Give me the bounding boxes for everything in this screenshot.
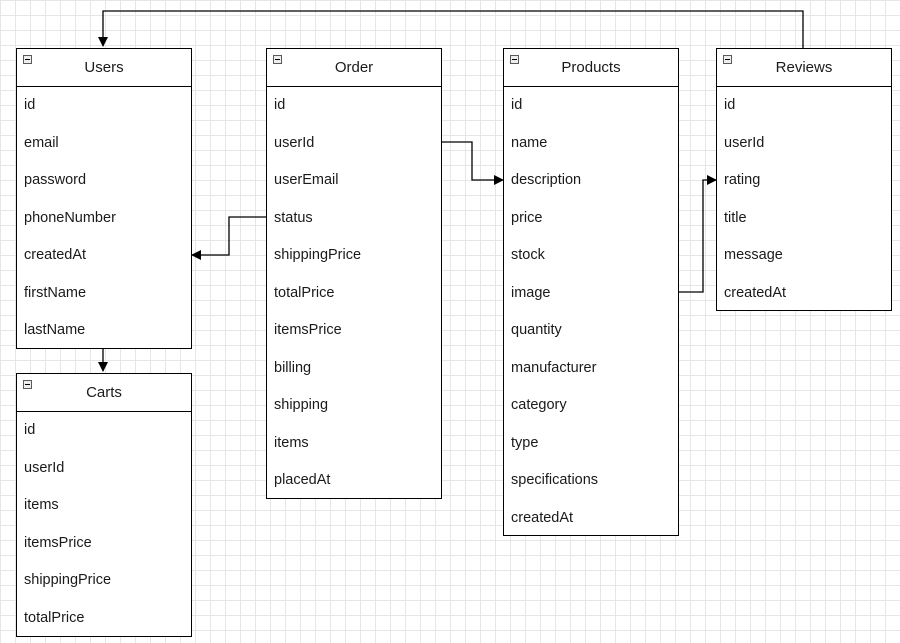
entity-header[interactable]: Order bbox=[267, 49, 441, 87]
field[interactable]: rating bbox=[724, 172, 761, 188]
connector-order-products bbox=[441, 141, 504, 185]
field[interactable]: manufacturer bbox=[511, 359, 597, 376]
field[interactable]: message bbox=[724, 247, 783, 263]
collapse-icon[interactable] bbox=[273, 55, 282, 64]
entity-order[interactable]: Order id userId userEmail status shippin… bbox=[266, 48, 442, 499]
field[interactable]: image bbox=[511, 284, 551, 301]
entity-header[interactable]: Users bbox=[17, 49, 191, 87]
field[interactable]: email bbox=[24, 134, 59, 151]
field[interactable]: userId bbox=[724, 134, 765, 151]
connector-products-reviews bbox=[679, 175, 717, 293]
collapse-icon[interactable] bbox=[23, 55, 32, 64]
field[interactable]: placedAt bbox=[274, 472, 331, 488]
connector-reviews-users bbox=[98, 10, 804, 48]
field[interactable]: id bbox=[274, 97, 286, 113]
entity-users[interactable]: Users id email password phoneNumber crea… bbox=[16, 48, 192, 349]
field[interactable]: createdAt bbox=[511, 509, 574, 526]
field[interactable]: shipping bbox=[274, 397, 329, 413]
field[interactable]: id bbox=[24, 422, 36, 438]
field[interactable]: id bbox=[724, 97, 736, 113]
field[interactable]: price bbox=[511, 209, 543, 226]
field[interactable]: userEmail bbox=[274, 172, 339, 188]
field[interactable]: status bbox=[274, 209, 313, 226]
field[interactable]: id bbox=[511, 97, 523, 113]
collapse-icon[interactable] bbox=[723, 55, 732, 64]
collapse-icon[interactable] bbox=[510, 55, 519, 64]
field[interactable]: items bbox=[274, 434, 309, 451]
field[interactable]: type bbox=[511, 434, 539, 451]
field[interactable]: firstName bbox=[24, 284, 87, 301]
field[interactable]: userId bbox=[274, 134, 315, 151]
field[interactable]: items bbox=[24, 497, 59, 513]
collapse-icon[interactable] bbox=[23, 380, 32, 389]
field[interactable]: id bbox=[24, 97, 36, 113]
field[interactable]: lastName bbox=[24, 322, 86, 338]
field[interactable]: billing bbox=[274, 359, 312, 376]
entity-header[interactable]: Reviews bbox=[717, 49, 891, 87]
field[interactable]: category bbox=[511, 397, 567, 413]
field[interactable]: specifications bbox=[511, 472, 599, 488]
field[interactable]: quantity bbox=[511, 322, 562, 338]
field[interactable]: password bbox=[24, 172, 87, 188]
field[interactable]: shippingPrice bbox=[24, 572, 112, 588]
entity-title: Carts bbox=[86, 384, 122, 401]
entity-header[interactable]: Carts bbox=[17, 374, 191, 412]
entity-title: Products bbox=[561, 59, 621, 76]
field[interactable]: itemsPrice bbox=[274, 322, 342, 338]
field[interactable]: name bbox=[511, 134, 548, 151]
field[interactable]: shippingPrice bbox=[274, 247, 362, 263]
field[interactable]: userId bbox=[24, 459, 65, 476]
entity-header[interactable]: Products bbox=[504, 49, 678, 87]
field[interactable]: description bbox=[511, 172, 582, 188]
field[interactable]: itemsPrice bbox=[24, 534, 92, 551]
entity-title: Order bbox=[334, 59, 374, 76]
entity-title: Reviews bbox=[775, 59, 833, 76]
field[interactable]: totalPrice bbox=[274, 284, 335, 301]
field[interactable]: stock bbox=[511, 247, 545, 263]
entity-title: Users bbox=[84, 59, 124, 76]
field[interactable]: totalPrice bbox=[24, 609, 85, 626]
connector-order-users bbox=[191, 216, 266, 260]
entity-reviews[interactable]: Reviews id userId rating title message c… bbox=[716, 48, 892, 311]
field[interactable]: createdAt bbox=[24, 247, 87, 263]
entity-products[interactable]: Products id name description price stock… bbox=[503, 48, 679, 536]
entity-carts[interactable]: Carts id userId items itemsPrice shippin… bbox=[16, 373, 192, 637]
field[interactable]: phoneNumber bbox=[24, 209, 116, 226]
field[interactable]: title bbox=[724, 209, 747, 226]
field[interactable]: createdAt bbox=[724, 284, 787, 301]
